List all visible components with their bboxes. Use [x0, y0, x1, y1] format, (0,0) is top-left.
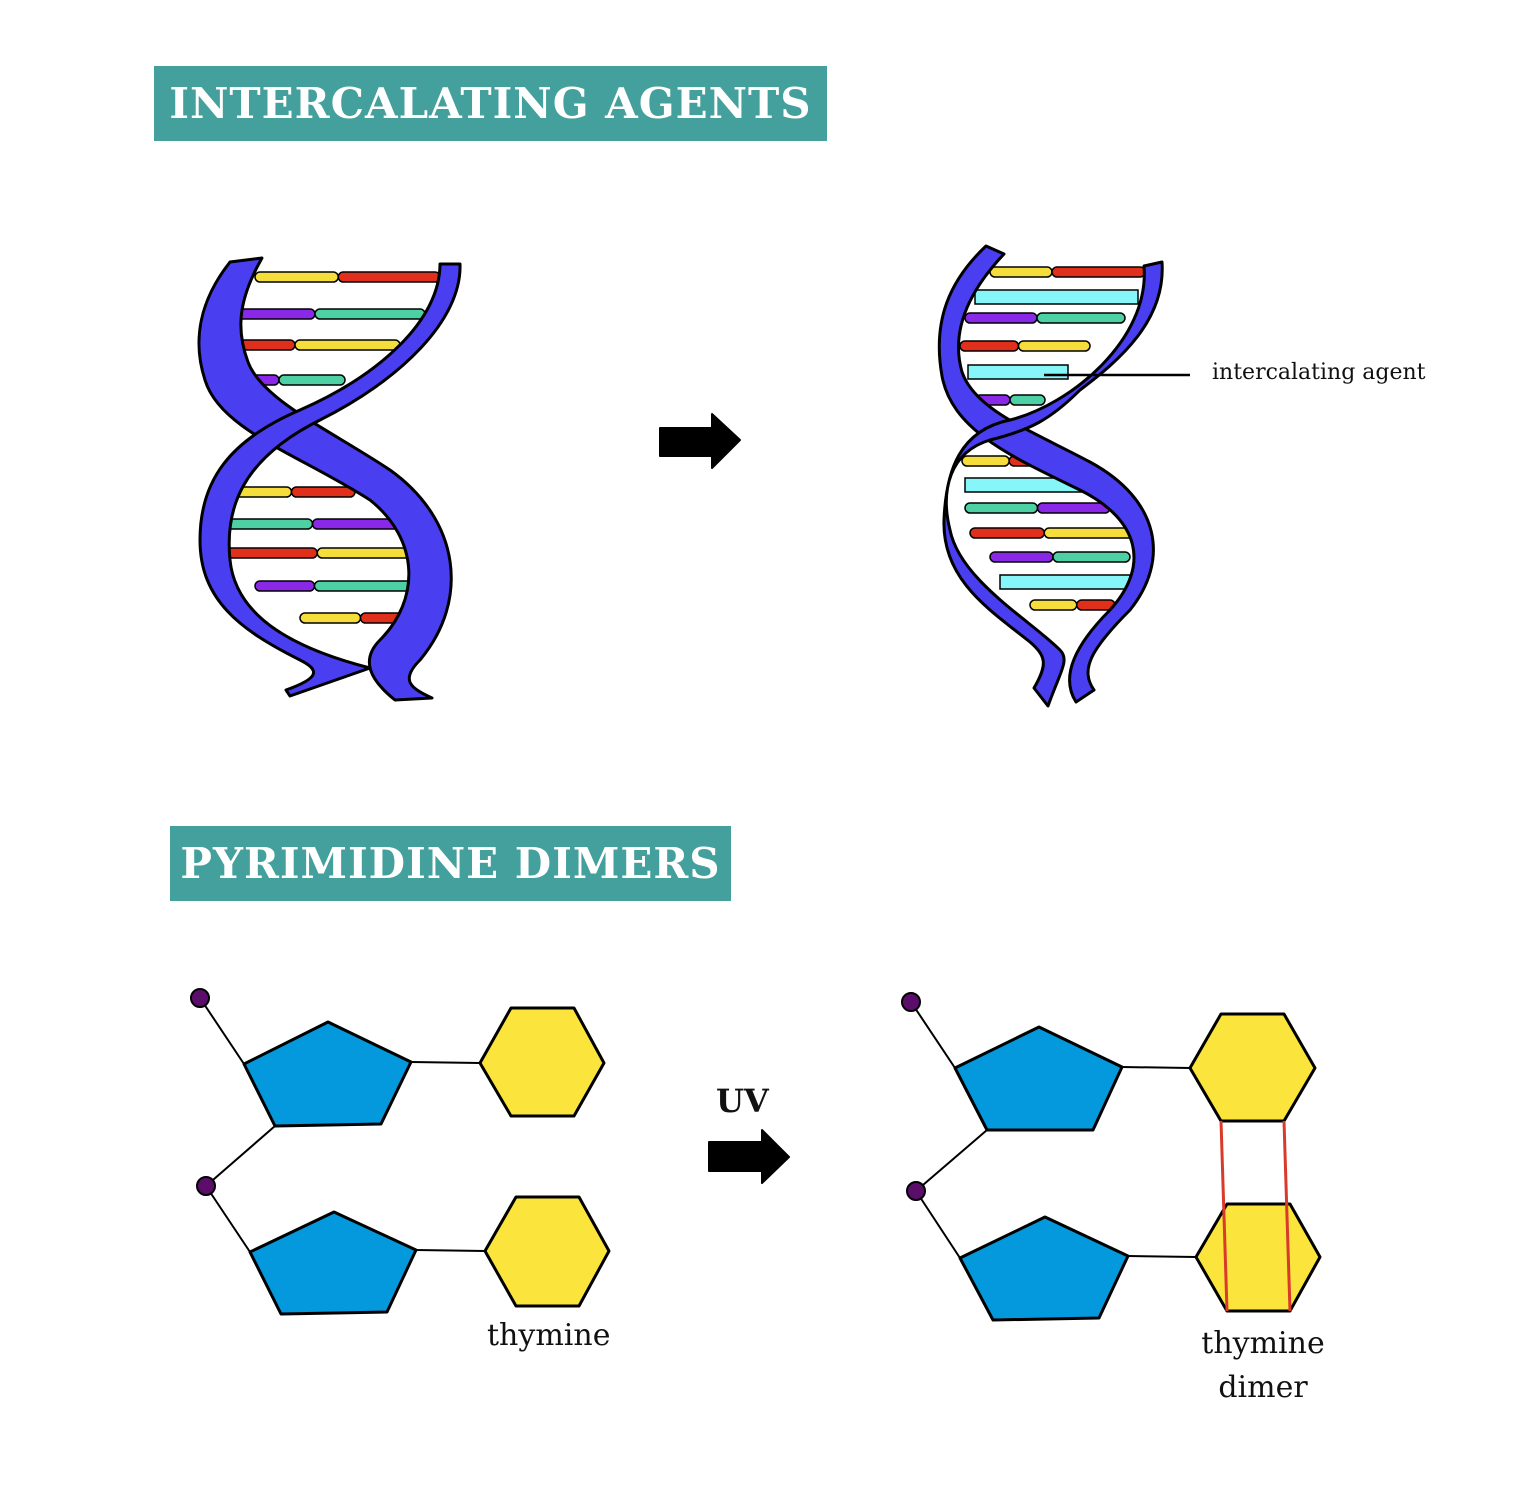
- thymine-hexagon-icon: [1188, 1012, 1317, 1123]
- intercalator-segment: [999, 574, 1131, 590]
- base-segment: [989, 551, 1054, 563]
- phosphate-icon: [190, 988, 210, 1008]
- base-segment: [1052, 551, 1131, 563]
- sugar-pentagon-icon: [958, 1215, 1130, 1322]
- base-segment: [224, 547, 318, 559]
- phosphate-icon: [901, 992, 921, 1012]
- base-segment: [959, 340, 1020, 352]
- base-segment: [964, 312, 1038, 324]
- base-segment: [1051, 266, 1146, 278]
- intercalator-segment: [967, 364, 1069, 380]
- base-pairs-with-intercalator: [959, 266, 1146, 611]
- base-segment: [254, 580, 316, 592]
- base-segment: [278, 374, 346, 386]
- base-segment: [337, 271, 441, 283]
- base-segment: [969, 527, 1045, 539]
- sugar-pentagon-icon: [953, 1025, 1124, 1132]
- arrow-right-icon: [659, 413, 741, 469]
- thymine-pair-before-uv: [190, 988, 611, 1316]
- phosphate-icon: [906, 1181, 926, 1201]
- dimer-bond: [1282, 1120, 1292, 1312]
- thymine-dimer-label-line1: thymine: [1201, 1326, 1325, 1361]
- base-segment: [1036, 502, 1111, 514]
- dna-helix-normal: [197, 256, 462, 702]
- base-segment: [989, 266, 1053, 278]
- uv-arrow-icon: [708, 1129, 790, 1184]
- base-segment: [314, 308, 426, 320]
- sugar-pentagon-icon: [242, 1020, 413, 1128]
- intercalator-segment: [974, 289, 1139, 305]
- thymine-pair-after-uv: [901, 992, 1322, 1322]
- thymine-dimer-label-line2: dimer: [1218, 1370, 1308, 1405]
- uv-label: UV: [716, 1082, 769, 1120]
- intercalating-agents-title: INTERCALATING AGENTS: [154, 66, 827, 141]
- base-segment: [299, 612, 362, 624]
- dna-backbone-strand-a: [197, 256, 453, 702]
- base-segment: [1029, 599, 1078, 611]
- thymine-hexagon-icon: [483, 1195, 611, 1308]
- dimer-bond: [1219, 1120, 1229, 1312]
- base-segment: [961, 455, 1010, 467]
- phosphate-icon: [196, 1176, 216, 1196]
- dna-helix-intercalated: [937, 244, 1164, 708]
- base-segment: [254, 271, 339, 283]
- thymine-hexagon-icon: [1194, 1202, 1322, 1313]
- base-segment: [1076, 599, 1116, 611]
- base-segment: [1009, 394, 1046, 406]
- pyrimidine-dimers-title: PYRIMIDINE DIMERS: [170, 826, 731, 901]
- base-segment: [224, 518, 314, 530]
- thymine-hexagon-icon: [478, 1006, 606, 1118]
- thymine-dimer-label: thymine dimer: [1190, 1322, 1336, 1410]
- base-segment: [1017, 340, 1091, 352]
- dna-backbone-strand-b: [198, 262, 462, 698]
- intercalating-agent-label: intercalating agent: [1212, 360, 1426, 385]
- dna-backbone-strand-b: [942, 260, 1164, 708]
- base-segment: [294, 339, 401, 351]
- base-segment: [1036, 312, 1126, 324]
- sugar-pentagon-icon: [248, 1210, 418, 1316]
- thymine-label: thymine: [487, 1318, 611, 1353]
- dna-backbone-strand-a: [937, 244, 1155, 704]
- base-segment: [311, 518, 401, 530]
- base-segment: [1043, 527, 1136, 539]
- base-segment: [290, 486, 356, 498]
- base-segment: [964, 502, 1039, 514]
